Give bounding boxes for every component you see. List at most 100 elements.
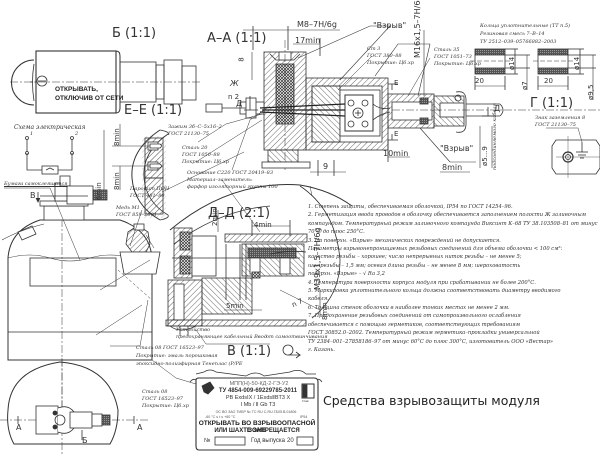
dim-m16-text: М16х1,5–7Н/6g xyxy=(413,0,422,58)
view-ee-title: Е–Е (1:1) xyxy=(124,103,183,118)
cap-warning-line-1: ОТКРЫВАТЬ, xyxy=(55,86,98,93)
nameplate-warning-2: ИЛИ ШАХТЕ ЗАПРЕЩАЕТСЯ xyxy=(214,428,300,434)
mark-zh: Ж xyxy=(230,79,239,88)
view-v-nameplate xyxy=(189,344,323,451)
dim-ring1-inner: ø7 xyxy=(521,81,529,90)
nameplate-number-label: № xyxy=(204,438,211,444)
nameplate-warning-1: ОТКРЫВАТЬ ВО ВЗРЫВООПАСНОЙ ЗОНЕ xyxy=(198,420,316,434)
annotation-st20-line: Сталь 20 xyxy=(182,145,208,151)
dim-phi-range: ø5...9 xyxy=(481,146,489,166)
dim-ring2-outer: ø14 xyxy=(573,56,581,70)
annotation-st3: Ст 3 ГОСТ 380–88 Покрытие: Ц6.хр xyxy=(367,46,414,67)
scheme-title: Схема электрическая xyxy=(14,124,86,131)
annotation-ground-line: ГОСТ 21130–75 xyxy=(535,122,576,128)
annotation-paronit-line: Паронит ПОН xyxy=(130,186,170,192)
annotation-clamp-line: Зажим 3б–С–5х16–2 xyxy=(168,124,222,130)
mark-v: В xyxy=(30,191,36,200)
annotation-st35-line: Сталь 35 xyxy=(434,47,460,53)
nameplate-model: МПП(Н)-50-КД-2-ГЭ-У2 xyxy=(229,381,289,387)
view-aa-title: А–А (1:1) xyxy=(207,31,267,46)
note-line: 70°С до плюс 250°С. xyxy=(308,229,365,236)
annotation-paronit: Паронит ПОН ГОСТ 481–80 xyxy=(130,186,169,200)
annotation-insulator-line: Материал–заменитель: xyxy=(187,177,253,183)
cap-warning-line-2: ОТКЛЮЧИВ ОТ СЕТИ xyxy=(55,95,124,102)
dim-8min: 8min xyxy=(442,163,463,172)
annotation-rings-line: Кольца уплотнительные (ТТ п.5) xyxy=(480,23,571,29)
annotation-ground-line: Знак заземления 8 xyxy=(535,115,586,121)
note-line: 2. Герметизация ввода проводов в оболочк… xyxy=(308,212,587,219)
annotation-ground: Знак заземления 8 ГОСТ 21130–75 xyxy=(535,115,585,129)
annotation-insulator-line: фарфор изоляторный группы 100 xyxy=(187,184,278,190)
scheme-pin-2: 2 xyxy=(75,131,79,137)
note-line: 3. На поверхн. «Взрыв» механических повр… xyxy=(308,237,501,244)
cap-warning-label: ОТКРЫВАТЬ, ОТКЛЮЧИВ ОТ СЕТИ xyxy=(55,85,123,103)
note-line: кабеля. xyxy=(308,296,329,303)
annotation-st3-line: ГОСТ 380–88 xyxy=(367,53,402,59)
nameplate-temp: -60 °С ≤ t ≤ +60 °С xyxy=(205,415,236,419)
mark-a-right: А xyxy=(137,423,143,432)
dim-n2: n 2 xyxy=(228,93,240,101)
note-line: Параметры взрывонепроницаемых резьбовых … xyxy=(308,246,563,253)
note-line: шаг резьбы – 1,5 мм; осевая длина резьбы… xyxy=(308,262,521,269)
annotation-st08a: Сталь 08 ГОСТ 16523–97 Покрытие: эмаль п… xyxy=(136,344,242,368)
annotation-st3-line: Ст 3 xyxy=(367,46,381,52)
flask-body xyxy=(1,175,161,420)
dim-ring1-outer: ø14 xyxy=(508,56,516,70)
dim-9: 9 xyxy=(323,162,329,171)
note-line: качество резьбы – хорошее; число непреры… xyxy=(308,254,522,261)
annotation-st20-line: ГОСТ 1050–88 xyxy=(182,152,220,158)
electrical-scheme xyxy=(25,136,74,175)
nameplate-ip: IP54 xyxy=(300,415,308,419)
dim-m8: М8–7Н/6g xyxy=(297,20,337,29)
annotation-copper-line: ГОСТ 859–2001 xyxy=(116,212,157,218)
annotation-device-line: от самоотвинчивания xyxy=(266,334,328,340)
label-vzryv-top: "Взрыв" xyxy=(373,21,407,30)
annotation-paronit-line: ГОСТ 481–80 xyxy=(130,193,165,199)
mark-e-top: Е xyxy=(394,79,399,87)
annotation-device: Устройство предохраняющее кабельный Ввод… xyxy=(176,327,328,341)
note-line: поверхн. «Взрыв» – √ Ra 3,2 xyxy=(308,271,385,278)
annotation-st08b: Сталь 08 ГОСТ 16523–97 Покрытие: Ц6.хр xyxy=(142,389,189,410)
drawing-caption: Средства взрывозащиты модуля xyxy=(323,393,540,408)
annotation-st08a-line: Покрытие: эмаль порошковая xyxy=(136,353,218,359)
dim-17min: 17min xyxy=(295,36,321,45)
dim-10min: 10min xyxy=(383,149,409,158)
ex-logo-icon xyxy=(202,383,203,384)
nameplate-year-label: Год выпуска xyxy=(251,438,285,444)
scheme-pin-1: 1 xyxy=(30,131,34,137)
view-dd-title: Д–Д (2:1) xyxy=(208,206,271,221)
view-b-title: Б (1:1) xyxy=(112,26,157,41)
nameplate-logo-caption: Глав xyxy=(302,399,309,403)
annotation-device-line: предохраняющее кабельный Ввод xyxy=(176,334,267,340)
annotation-st08b-line: ГОСТ 16523–97 xyxy=(142,396,183,402)
dim-8: 8 xyxy=(237,57,246,62)
dim-cable-note: подсоединяемого кабеля xyxy=(492,103,498,170)
note-line: 1. Степень защиты, обеспечиваемая оболоч… xyxy=(308,204,513,210)
annotation-st08b-line: Сталь 08 xyxy=(142,389,168,395)
view-b-cap xyxy=(10,50,200,114)
note-line: обеспечивается с помощью герметиков, соо… xyxy=(308,321,521,328)
dim-4min: 4min xyxy=(254,221,272,229)
label-vzryv-bottom: "Взрыв" xyxy=(440,144,474,153)
nameplate-ex1: РВ ExdsⅠX / 1ExdsⅡBT3 X xyxy=(225,395,291,401)
note-line: ТУ 2384–001–27858186–97 от минус 60°С до… xyxy=(308,338,554,345)
dim-ring1-length: 20 xyxy=(475,77,484,85)
dim-8min-ee-bottom: 8min xyxy=(113,172,121,190)
note-line: 4. Температура поверхности корпуса модул… xyxy=(308,279,536,286)
view-g-ground xyxy=(546,127,600,178)
sealing-rings xyxy=(470,48,596,100)
section-aa-body xyxy=(205,25,600,176)
nameplate-year-prefix: 20 xyxy=(287,438,294,444)
annotation-insulator: Основание С220 ГОСТ 20419–83 Материал–за… xyxy=(187,170,278,191)
annotation-st3-line: Покрытие: Ц6.хр xyxy=(367,60,414,66)
note-line: 5. Маркировка уплотнительного кольца дол… xyxy=(308,288,561,295)
annotation-insulator-line: Основание С220 ГОСТ 20419–83 xyxy=(187,170,274,176)
view-ee xyxy=(103,124,169,221)
dim-5min: 5min xyxy=(226,302,244,310)
mark-a-left: А xyxy=(16,423,22,432)
annotation-rings-line: ТУ 2512–039–05766882–2003 xyxy=(480,39,557,45)
dim-2min: 2min xyxy=(211,208,219,226)
annotation-bracket: Бумага самоклеящаяся xyxy=(4,181,68,187)
mark-b: Б xyxy=(82,436,88,445)
note-line: компаундом. Температурный режим заливочн… xyxy=(308,220,598,227)
